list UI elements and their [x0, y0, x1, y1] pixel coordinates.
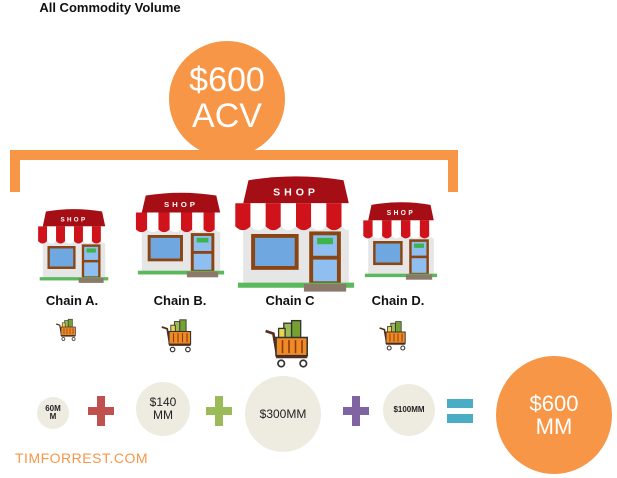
chain-a-shop-icon: SHOP: [38, 209, 110, 283]
chain-a-value-circle: 60M M: [37, 397, 69, 429]
chain-b-value: $140: [149, 395, 177, 410]
total-acv-value: $600: [189, 61, 265, 100]
chain-b-label: Chain B.: [153, 293, 207, 308]
total-result-value: $600: [529, 390, 579, 416]
chain-d-value: $100MM: [393, 404, 425, 414]
chain-b-cart-icon: [161, 319, 192, 353]
svg-text:SHOP: SHOP: [60, 216, 87, 223]
svg-text:SHOP: SHOP: [387, 210, 415, 217]
chain-c-value-circle: $300MM: [245, 376, 321, 452]
chain-a-cart-icon: [56, 318, 76, 341]
svg-text:SHOP: SHOP: [273, 188, 319, 199]
chain-b-value-unit: MM: [153, 408, 173, 422]
chain-c-label: Chain C: [265, 293, 315, 308]
total-result-circle: $600 MM: [496, 356, 612, 474]
chain-b-shop-icon: SHOP: [135, 192, 227, 278]
bracket-left-leg: [10, 150, 20, 192]
diagram-title: All Commodity Volume: [39, 0, 181, 15]
plus-icon-red: [88, 396, 114, 426]
chain-d-cart-icon: [379, 321, 406, 351]
bracket-right-leg: [448, 150, 458, 192]
chain-c-cart-icon: [265, 319, 308, 368]
chain-a-label: Chain A.: [45, 293, 99, 308]
chain-d-label: Chain D.: [371, 293, 425, 308]
plus-icon-purple: [343, 396, 369, 426]
equals-icon: [447, 399, 473, 423]
chain-d-shop-icon: SHOP: [363, 202, 439, 280]
chain-a-value: 60M: [45, 403, 61, 413]
bracket-top: [10, 150, 458, 160]
chain-c-value: $300MM: [259, 406, 307, 421]
plus-icon-green: [206, 396, 232, 426]
total-acv-label: ACV: [192, 97, 262, 135]
chain-d-value-circle: $100MM: [383, 384, 435, 436]
total-acv-circle: $600 ACV: [166, 38, 288, 160]
chain-b-value-circle: $140 MM: [136, 382, 190, 436]
chain-c-shop-icon: SHOP: [235, 176, 357, 292]
total-result-unit: MM: [535, 414, 573, 439]
chain-a-value-unit: M: [49, 412, 57, 421]
svg-text:SHOP: SHOP: [164, 200, 198, 209]
brand-watermark: TIMFORREST.COM: [15, 450, 148, 466]
